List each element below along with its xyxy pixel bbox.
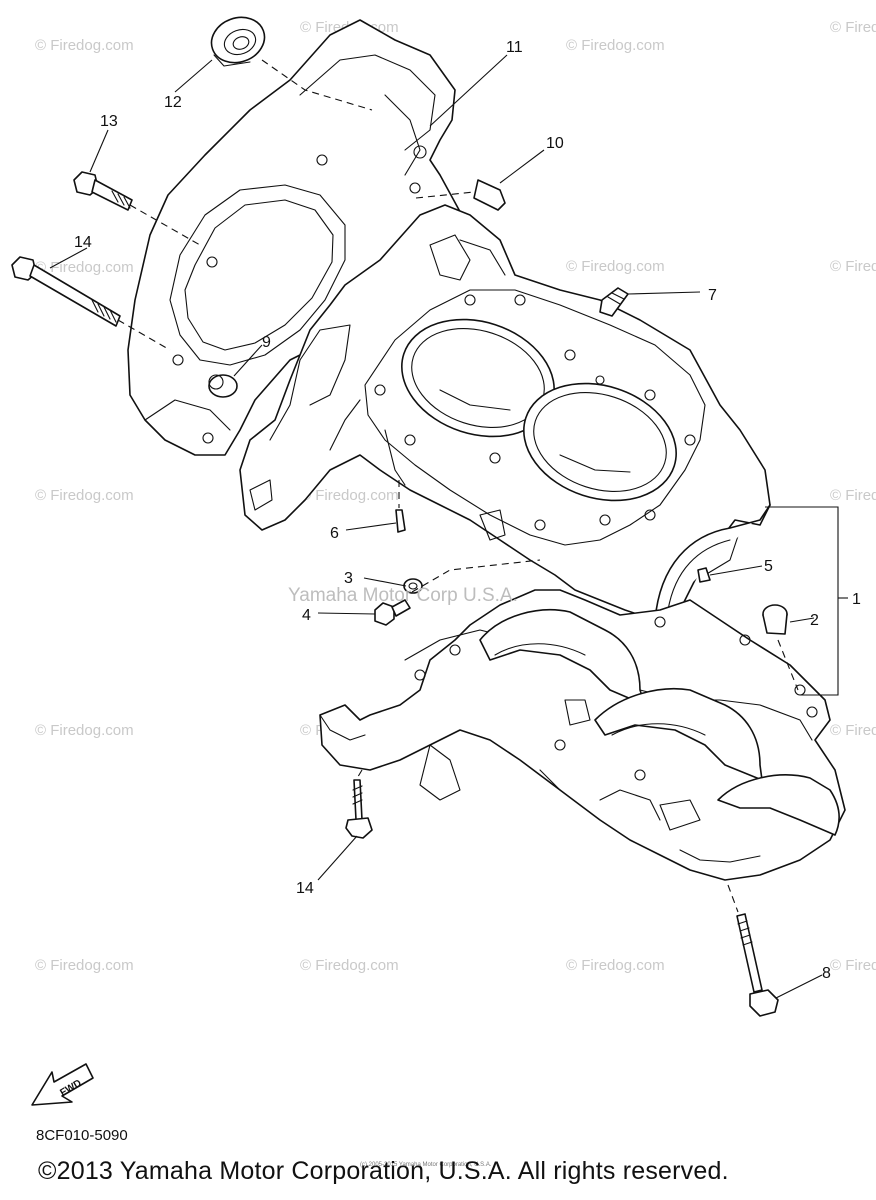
watermark: © Firedog.com	[35, 37, 134, 54]
part-6-pin	[395, 480, 406, 533]
watermark: © Firedog.com	[35, 722, 134, 739]
watermark: © Firedog.com	[830, 258, 876, 275]
part-9-dowel	[208, 374, 238, 398]
callout-label: 6	[330, 525, 339, 542]
watermark: © Firedog.com	[35, 957, 134, 974]
watermark: © Firedog.com	[300, 957, 399, 974]
callout-label: 8	[822, 965, 831, 982]
callout-label: 11	[506, 39, 523, 56]
part-14-bolt-lower	[345, 779, 373, 839]
watermark: © Firedog.com	[830, 722, 876, 739]
callout-label: 7	[708, 287, 717, 304]
part-14-long-bolt-upper	[11, 256, 121, 327]
center-watermark: Yamaha Motor Corp U.S.A.	[288, 585, 518, 606]
watermark: © Firedog.com	[566, 258, 665, 275]
part-code: 8CF010-5090	[36, 1127, 128, 1144]
part-12-bearing	[210, 16, 266, 67]
part-4-bolt	[374, 599, 411, 626]
part-1-upper-crankcase	[239, 204, 771, 621]
callout-label: 9	[262, 334, 271, 351]
small-copyright: (c) 2005-2015 Yamaha Motor Corporation, …	[360, 1162, 492, 1168]
part-8-long-bolt	[727, 884, 779, 1017]
part-13-bolt	[73, 171, 133, 211]
fwd-arrow-icon: FWD	[31, 1063, 94, 1106]
watermark: © Firedog.com	[300, 487, 399, 504]
callout-label: 1	[852, 591, 861, 608]
callout-label: 13	[100, 113, 118, 130]
part-1-lower-crankcase	[319, 589, 846, 881]
callout-label: 10	[546, 135, 564, 152]
part-2-dowel	[762, 604, 788, 635]
watermark: © Firedog.com	[566, 37, 665, 54]
callout-label: 12	[164, 94, 182, 111]
watermark: © Firedog.com	[830, 957, 876, 974]
watermark: © Firedog.com	[830, 19, 876, 36]
part-7-stud	[599, 287, 629, 317]
copyright-notice: ©2013 Yamaha Motor Corporation, U.S.A. A…	[38, 1157, 729, 1185]
part-10-pin	[415, 179, 506, 211]
watermark: © Firedog.com	[830, 487, 876, 504]
callout-label: 5	[764, 558, 773, 575]
callout-label: 3	[344, 570, 353, 587]
callout-label: 4	[302, 607, 311, 624]
watermark: © Firedog.com	[566, 957, 665, 974]
part-5-pin	[697, 567, 711, 583]
watermark: © Firedog.com	[35, 487, 134, 504]
callout-label: 14	[296, 880, 314, 897]
part-11-cover	[127, 19, 471, 456]
callout-label: 14	[74, 234, 92, 251]
callout-label: 2	[810, 612, 819, 629]
